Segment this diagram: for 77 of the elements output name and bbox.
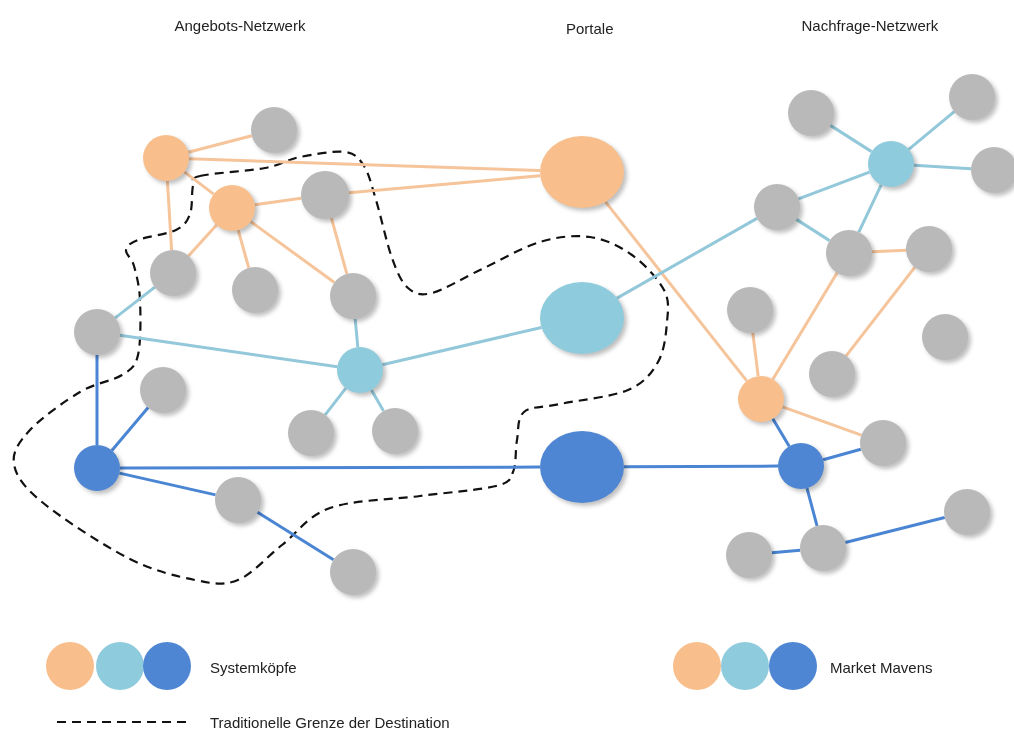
connector-line — [616, 217, 758, 300]
network-node — [922, 314, 968, 360]
network-node — [74, 309, 120, 355]
network-node — [232, 267, 278, 313]
connector-line — [119, 471, 216, 497]
network-node — [906, 226, 952, 272]
network-node — [251, 107, 297, 153]
connector-line — [624, 464, 778, 469]
legend-label: Traditionelle Grenze der Destination — [210, 713, 450, 731]
network-node — [738, 376, 784, 422]
network-node — [809, 351, 855, 397]
network-node — [971, 147, 1014, 193]
group-label: Systemköpfe — [210, 658, 297, 676]
connector-line — [604, 200, 748, 382]
connector-line — [187, 134, 253, 154]
connector-line — [110, 406, 150, 452]
connector-line — [844, 266, 917, 357]
network-node — [778, 443, 824, 489]
network-node — [727, 287, 773, 333]
network-node — [150, 250, 196, 296]
network-node — [372, 408, 418, 454]
connector-line — [844, 516, 946, 544]
network-node — [788, 90, 834, 136]
connector-line — [114, 285, 156, 320]
connector-line — [249, 220, 336, 284]
network-node — [754, 184, 800, 230]
network-node — [140, 367, 186, 413]
network-node — [949, 74, 995, 120]
connector-line — [913, 163, 972, 171]
connector-line — [871, 248, 907, 254]
connector-line — [353, 318, 360, 348]
connector-line — [165, 180, 174, 251]
connector-line — [822, 447, 862, 462]
connector-line — [798, 170, 870, 201]
connector-line — [771, 271, 839, 381]
network-node — [301, 171, 349, 219]
network-node — [215, 477, 261, 523]
connector-line — [256, 510, 335, 562]
connector-line — [188, 157, 541, 173]
network-node — [944, 489, 990, 535]
connector-line — [95, 355, 99, 445]
network-node — [330, 273, 376, 319]
connector-line — [382, 326, 542, 367]
connector-line — [857, 184, 883, 233]
network-node — [337, 347, 383, 393]
connector-line — [254, 196, 302, 207]
network-node — [826, 230, 872, 276]
connector-line — [329, 217, 349, 275]
connector-line — [120, 465, 540, 470]
network-node — [143, 135, 189, 181]
network-node — [868, 141, 914, 187]
network-node — [288, 410, 334, 456]
section-heading: Angebots-Netzwerk — [174, 16, 306, 34]
connector-line — [119, 333, 338, 369]
connector-line — [907, 110, 956, 151]
network-node — [800, 525, 846, 571]
connector-line — [771, 548, 801, 555]
group-label: Market Mavens — [830, 658, 933, 676]
connector-line — [187, 224, 218, 257]
connector-line — [370, 389, 385, 412]
network-node — [330, 549, 376, 595]
network-node — [209, 185, 255, 231]
connector-line — [751, 332, 760, 377]
section-heading: Portale — [566, 19, 614, 37]
network-node — [860, 420, 906, 466]
connector-line — [829, 124, 873, 153]
network-node — [74, 445, 120, 491]
connector-line — [236, 229, 251, 269]
connector-line — [183, 170, 215, 196]
connector-line — [771, 418, 791, 447]
connector-line — [805, 487, 819, 527]
connector-line — [323, 387, 348, 416]
connector-line — [782, 405, 862, 437]
network-node — [726, 532, 772, 578]
section-heading: Nachfrage-Netzwerk — [801, 16, 939, 34]
connector-line — [795, 218, 831, 242]
connector-line — [348, 174, 541, 195]
